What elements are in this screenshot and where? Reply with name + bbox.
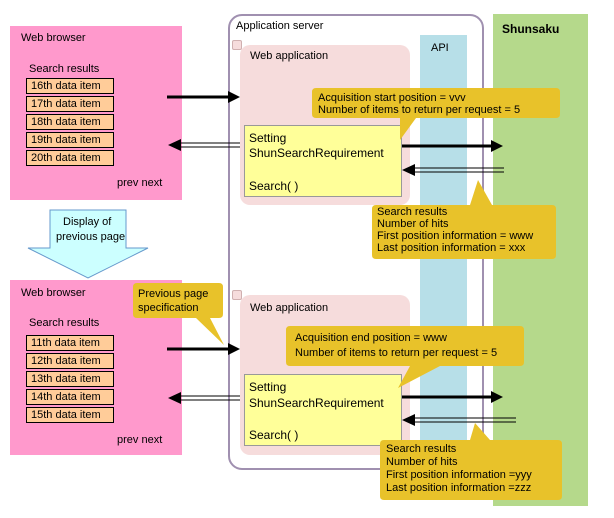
list-item[interactable]: 17th data item bbox=[26, 96, 114, 112]
callout-bottom-response-line2: Number of hits bbox=[386, 456, 458, 468]
search-results-label-top: Search results bbox=[29, 63, 100, 75]
shun-search-requirement-bottom: ShunSearchRequirement bbox=[249, 396, 384, 410]
setting-box-top bbox=[244, 125, 402, 197]
list-item[interactable]: 11th data item bbox=[26, 335, 114, 351]
web-browser-top bbox=[10, 26, 182, 200]
callout-bottom-response-line3: First position information =yyy bbox=[386, 469, 532, 481]
application-server-title: Application server bbox=[236, 20, 324, 32]
web-application-bottom-title: Web application bbox=[250, 302, 329, 314]
list-item[interactable]: 12th data item bbox=[26, 353, 114, 369]
setting-label-top: Setting bbox=[249, 131, 287, 145]
request-arrow-top bbox=[167, 91, 240, 103]
previous-page-callout-shape bbox=[133, 283, 224, 345]
list-item[interactable]: 15th data item bbox=[26, 407, 114, 423]
shun-search-requirement-top: ShunSearchRequirement bbox=[249, 146, 384, 160]
previous-page-callout-line2: specification bbox=[138, 302, 199, 314]
callout-bottom-request-line1: Acquisition end position = www bbox=[295, 332, 447, 344]
callout-bottom-request-line2: Number of items to return per request = … bbox=[295, 347, 498, 359]
web-browser-top-title: Web browser bbox=[21, 32, 86, 44]
prev-next-links-bottom[interactable]: prev next bbox=[117, 434, 163, 446]
search-call-top: Search( ) bbox=[249, 179, 299, 193]
search-response-arrow-top bbox=[402, 164, 504, 176]
list-item[interactable]: 19th data item bbox=[26, 132, 114, 148]
list-item[interactable]: 13th data item bbox=[26, 371, 114, 387]
callout-top-request-shape bbox=[312, 88, 560, 140]
callout-top-response-line1: Search results bbox=[377, 206, 448, 218]
list-item[interactable]: 14th data item bbox=[26, 389, 114, 405]
search-results-label-bottom: Search results bbox=[29, 317, 100, 329]
web-application-top-title: Web application bbox=[250, 50, 329, 62]
response-arrow-bottom bbox=[168, 392, 240, 404]
list-item[interactable]: 20th data item bbox=[26, 150, 114, 166]
callout-top-response-shape bbox=[372, 180, 556, 259]
list-item[interactable]: 16th data item bbox=[26, 78, 114, 94]
web-browser-bottom-title: Web browser bbox=[21, 287, 86, 299]
callout-bottom-response-shape bbox=[380, 423, 562, 500]
shunsaku-title: Shunsaku bbox=[502, 22, 560, 36]
api-label: API bbox=[431, 42, 449, 54]
web-app-top-corner bbox=[232, 40, 242, 50]
search-request-arrow-bottom bbox=[402, 391, 503, 403]
search-response-arrow-bottom bbox=[402, 414, 516, 426]
previous-page-callout-line1: Previous page bbox=[138, 288, 209, 300]
callout-bottom-request-shape bbox=[286, 326, 524, 388]
callout-top-response-line4: Last position information = xxx bbox=[377, 242, 526, 254]
callout-bottom-response-line4: Last position information =zzz bbox=[386, 482, 532, 494]
callout-top-response-line2: Number of hits bbox=[377, 218, 449, 230]
setting-box-bottom bbox=[244, 374, 402, 446]
display-previous-page-arrow bbox=[27, 209, 149, 279]
search-request-arrow-top bbox=[402, 140, 503, 152]
display-previous-page-line2: previous page bbox=[56, 231, 126, 243]
display-previous-page-line1: Display of bbox=[63, 216, 112, 228]
web-app-bottom-corner bbox=[232, 290, 242, 300]
search-call-bottom: Search( ) bbox=[249, 428, 299, 442]
callout-top-request-line2: Number of items to return per request = … bbox=[318, 104, 521, 116]
callout-top-response-line3: First position information = www bbox=[377, 230, 534, 242]
setting-label-bottom: Setting bbox=[249, 380, 287, 394]
callout-top-request-line1: Acquisition start position = vvv bbox=[318, 92, 466, 104]
callout-bottom-response-line1: Search results bbox=[386, 443, 457, 455]
prev-next-links-top[interactable]: prev next bbox=[117, 177, 163, 189]
response-arrow-top bbox=[168, 139, 240, 151]
list-item[interactable]: 18th data item bbox=[26, 114, 114, 130]
request-arrow-bottom bbox=[167, 343, 240, 355]
